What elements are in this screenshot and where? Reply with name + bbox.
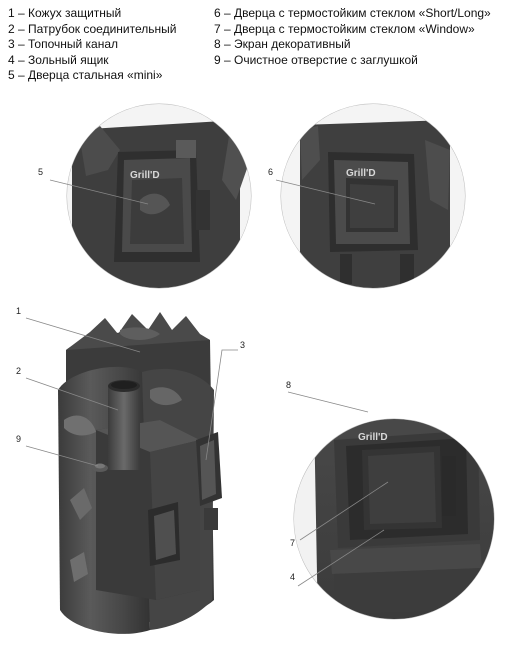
legend-column-left: 1 – Кожух защитный 2 – Патрубок соединит… (8, 6, 176, 84)
callout-8: 8 (286, 380, 291, 390)
brand-logo-glass: Grill'D (346, 168, 376, 179)
callout-5: 5 (38, 167, 43, 177)
legend-item-8: 8 – Экран декоративный (214, 37, 351, 51)
brand-logo-screen: Grill'D (358, 432, 388, 443)
callout-9: 9 (16, 434, 21, 444)
stove-main (58, 312, 222, 634)
callout-4: 4 (290, 572, 295, 582)
main-callouts: 1 2 9 3 (16, 306, 245, 467)
callout-3: 3 (240, 340, 245, 350)
legend-item-4: 4 – Зольный ящик (8, 52, 109, 67)
legend-item-2: 2 – Патрубок соединительный (8, 21, 177, 36)
legend-item-7: 7 – Дверца с термостойким стеклом «Windo… (214, 21, 475, 36)
callout-6: 6 (268, 167, 273, 177)
legend-column-right: 6 – Дверца с термостойким стеклом «Short… (214, 6, 491, 68)
callout-2: 2 (16, 366, 21, 376)
legend-item-9: 9 – Очистное отверстие с заглушкой (214, 52, 418, 67)
detail-door-mini: Grill'D 5 (38, 103, 252, 289)
legend-item-1: 1 – Кожух защитный (8, 6, 122, 20)
brand-logo-mini: Grill'D (130, 170, 160, 181)
detail-door-glass: Grill'D 6 (268, 103, 466, 289)
legend-item-3: 3 – Топочный канал (8, 37, 119, 51)
detail-decorative-screen: Grill'D 8 7 4 (286, 380, 495, 620)
legend-item-6: 6 – Дверца с термостойким стеклом «Short… (214, 6, 491, 20)
legend-item-5: 5 – Дверца стальная «mini» (8, 68, 163, 82)
callout-7: 7 (290, 538, 295, 548)
callout-1: 1 (16, 306, 21, 316)
